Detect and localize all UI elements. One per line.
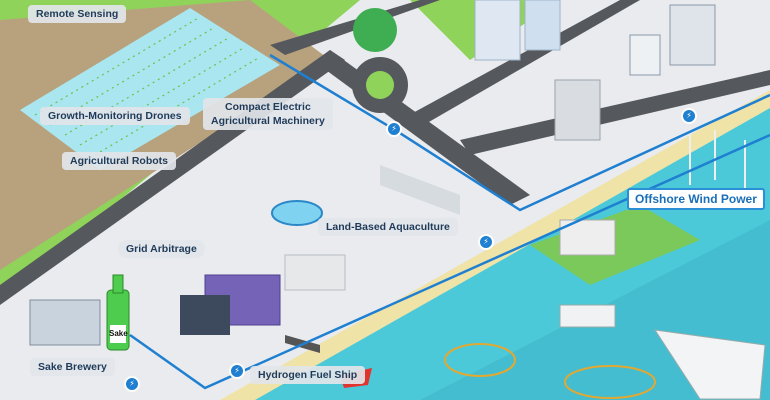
- power-connector-icon: ⚡: [478, 234, 494, 250]
- label-line: Compact Electric: [225, 101, 311, 113]
- aquaculture-pool: [271, 200, 323, 226]
- storage-tanks: [284, 254, 346, 291]
- power-connector-icon: ⚡: [386, 121, 402, 137]
- label-growth-monitoring-drones: Growth-Monitoring Drones: [40, 107, 190, 125]
- building: [524, 0, 561, 51]
- power-line: [269, 53, 770, 212]
- sake-bottle-label: Sake: [109, 329, 128, 338]
- tree: [353, 8, 397, 52]
- ferry: [559, 304, 616, 328]
- power-connector-icon: ⚡: [681, 108, 697, 124]
- label-land-based-aquaculture: Land-Based Aquaculture: [318, 218, 458, 236]
- battery-units: [180, 295, 230, 335]
- label-compact-electric-machinery: Compact Electric Agricultural Machinery: [203, 98, 333, 130]
- rice-paddy: [20, 8, 280, 170]
- sake-brewery-building: [29, 299, 101, 346]
- fish-farm-pen: [444, 343, 516, 377]
- label-line: Agricultural Machinery: [211, 115, 325, 127]
- label-offshore-wind-power: Offshore Wind Power: [627, 188, 765, 210]
- label-hydrogen-fuel-ship: Hydrogen Fuel Ship: [250, 366, 366, 384]
- label-grid-arbitrage: Grid Arbitrage: [118, 240, 205, 258]
- beach: [220, 90, 770, 400]
- fish-farm-pen: [564, 365, 656, 399]
- power-connector-icon: ⚡: [124, 376, 140, 392]
- building: [629, 34, 661, 76]
- power-plant: [554, 79, 601, 141]
- fishing-boat: [653, 329, 766, 400]
- road-right: [400, 0, 640, 130]
- building: [474, 0, 521, 61]
- power-line: [129, 133, 770, 390]
- building: [669, 4, 716, 66]
- label-agricultural-robots: Agricultural Robots: [62, 152, 177, 170]
- label-remote-sensing: Remote Sensing: [28, 5, 127, 23]
- aquaculture-conveyor: [380, 165, 460, 215]
- road-right2: [460, 70, 770, 155]
- power-connector-icon: ⚡: [229, 363, 245, 379]
- label-sake-brewery: Sake Brewery: [30, 358, 115, 376]
